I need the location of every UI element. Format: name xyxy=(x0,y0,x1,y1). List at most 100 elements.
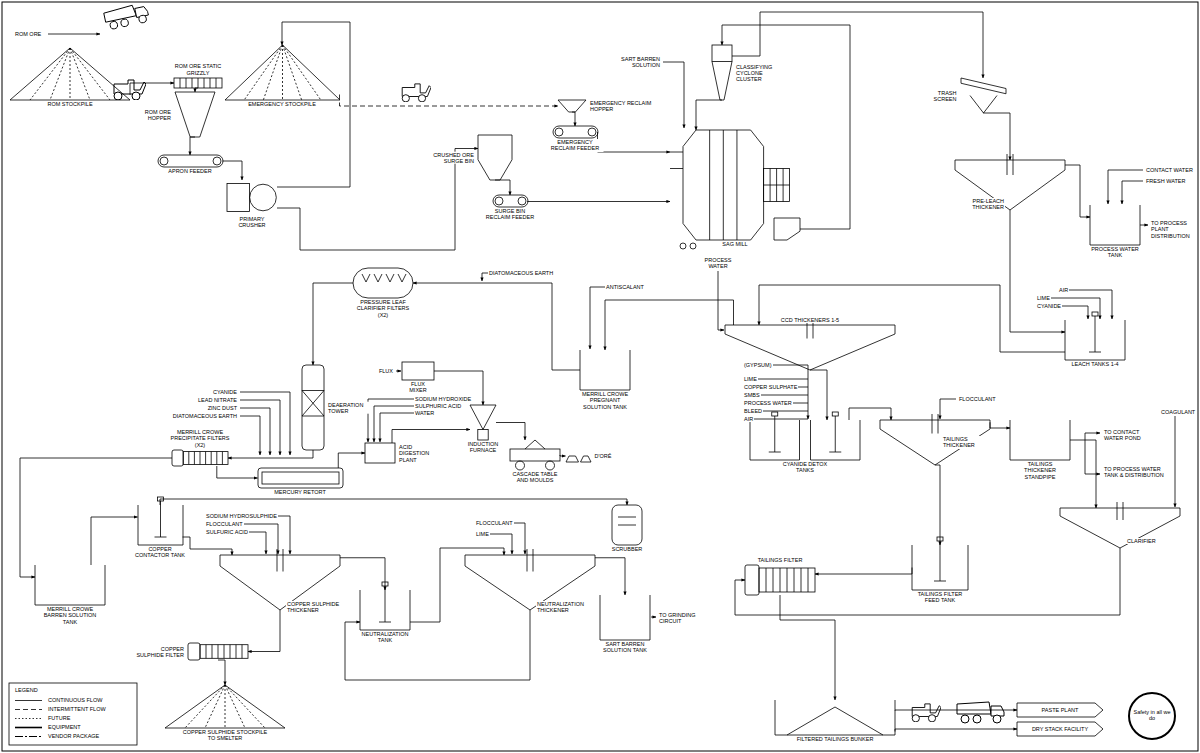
equipment-symbol xyxy=(553,126,598,138)
equipment-label: D'ORÉ xyxy=(594,453,613,459)
equipment-symbol xyxy=(158,155,223,167)
symbol-stroke xyxy=(1060,508,1180,548)
stream-label: FRESH WATER xyxy=(1145,178,1186,184)
symbol-stroke xyxy=(766,568,767,592)
equipment-symbol xyxy=(360,590,410,630)
process-stream xyxy=(338,453,365,468)
equipment-node: DEAERATION TOWER xyxy=(302,365,324,450)
process-stream xyxy=(277,149,478,251)
equipment-symbol xyxy=(165,685,285,728)
stream-label: SMBS xyxy=(743,392,761,398)
symbol-stroke xyxy=(934,541,946,581)
equipment-symbol xyxy=(302,365,324,450)
symbol-stroke xyxy=(379,586,391,622)
equipment-node: LEACH TANKS 1-4 xyxy=(1065,320,1125,360)
feed-line xyxy=(396,371,401,372)
symbol-stroke xyxy=(495,197,503,205)
equipment-node: PROCESS WATER TANK xyxy=(1090,205,1140,245)
symbol-stroke xyxy=(220,555,340,556)
process-stream xyxy=(1010,210,1065,332)
equipment-symbol xyxy=(227,180,277,215)
legend-text: VENDOR PACKAGE xyxy=(48,733,99,739)
symbol-stroke xyxy=(302,391,324,417)
symbol-stroke xyxy=(282,45,320,100)
equipment-node: PASTE PLANT xyxy=(1017,703,1103,717)
symbol-stroke xyxy=(218,645,219,659)
equipment-symbol xyxy=(402,362,434,380)
symbol-stroke xyxy=(198,78,199,88)
feed-line xyxy=(207,532,266,554)
symbol-stroke xyxy=(50,48,70,100)
process-stream xyxy=(595,558,625,595)
symbol-stroke xyxy=(230,645,231,659)
equipment-label: CASCADE TABLE AND MOULDS xyxy=(509,471,561,484)
symbol-stroke xyxy=(770,169,771,202)
equipment-symbol xyxy=(961,78,1006,113)
symbol-stroke xyxy=(160,157,168,165)
equipment-label: EMERGENCY STOCKPILE xyxy=(247,101,317,107)
symbol-stroke xyxy=(787,707,883,735)
stream-label: LEGEND xyxy=(14,687,39,693)
legend-sample xyxy=(14,706,44,714)
equipment-node: CCD THICKENERS 1-5 xyxy=(725,325,895,370)
symbol-stroke xyxy=(783,169,784,202)
symbol-stroke xyxy=(225,685,226,728)
symbol-stroke xyxy=(250,184,277,211)
feed-line xyxy=(1085,440,1100,474)
symbol-stroke xyxy=(829,416,841,452)
symbol-stroke xyxy=(138,505,183,545)
stream-label: AIR xyxy=(743,416,754,422)
symbol-stroke xyxy=(546,461,555,470)
symbol-stroke xyxy=(263,45,282,100)
symbol-stroke xyxy=(353,268,413,298)
pump-symbol xyxy=(680,243,686,249)
equipment-label: COPPER SULPHIDE FILTER xyxy=(133,645,185,658)
stream-label: LEAD NITRATE xyxy=(197,397,238,403)
equipment-node: SART BARREN SOLUTION TANK xyxy=(600,595,650,640)
process-stream xyxy=(605,300,734,350)
symbol-stroke xyxy=(192,78,193,88)
symbol-stroke xyxy=(745,565,759,595)
equipment-label: ROM STOCKPILE xyxy=(46,101,93,107)
stream-label: TO GRINDING CIRCUIT xyxy=(658,612,700,625)
logo-ring xyxy=(1129,693,1175,739)
feed-line xyxy=(718,271,724,330)
process-stream xyxy=(732,12,983,78)
equipment-label: LEACH TANKS 1-4 xyxy=(1070,361,1119,367)
process-stream xyxy=(983,113,1010,160)
process-stream xyxy=(895,710,1017,712)
symbol-stroke xyxy=(154,501,166,537)
process-stream xyxy=(1070,440,1096,508)
symbol-stroke xyxy=(683,130,764,240)
symbol-stroke xyxy=(1092,312,1098,316)
symbol-stroke xyxy=(525,440,545,449)
symbol-stroke xyxy=(180,78,181,88)
equipment-label: PRE-LEACH THICKENER xyxy=(958,198,1005,211)
symbol-stroke xyxy=(1089,316,1101,352)
equipment-label: SART BARREN SOLUTION TANK xyxy=(599,641,651,654)
pump-symbol xyxy=(690,243,696,249)
equipment-node: TRASH SCREEN xyxy=(961,78,1006,113)
equipment-node: ROM ORE STATIC GRIZZLY xyxy=(174,78,222,88)
process-stream xyxy=(190,137,195,155)
equipment-symbol xyxy=(712,45,732,100)
equipment-node: ACID DIGESTION PLANT xyxy=(365,443,395,463)
stream-label: SULPHURIC ACID xyxy=(414,403,462,409)
stream-label: PROCESS WATER xyxy=(699,257,737,270)
equipment-label: INDUCTION FURNACE xyxy=(462,441,504,454)
process-stream xyxy=(935,465,940,545)
equipment-label: TAILINGS THICKENER xyxy=(942,436,989,449)
equipment-symbol xyxy=(470,405,496,440)
haul-truck xyxy=(957,702,1004,723)
symbol-stroke xyxy=(970,96,997,114)
equipment-label: DEAERATION TOWER xyxy=(327,401,369,414)
equipment-label: COPPER SULPHIDE STOCKPILE TO SMELTER xyxy=(179,729,271,742)
equipment-symbol xyxy=(600,595,650,640)
equipment-node: COPPER CONTACTOR TANK xyxy=(138,505,183,545)
feed-line xyxy=(482,273,495,281)
equipment-label: MERRILL CROWE PREGNANT SOLUTION TANK xyxy=(574,391,636,410)
equipment-node: SCRUBBER xyxy=(612,505,642,545)
equipment-node: INDUCTION FURNACE xyxy=(470,405,496,440)
equipment-node: EMERGENCY RECLAIM FEEDER xyxy=(553,126,598,138)
equipment-label: TRASH SCREEN xyxy=(926,89,958,102)
